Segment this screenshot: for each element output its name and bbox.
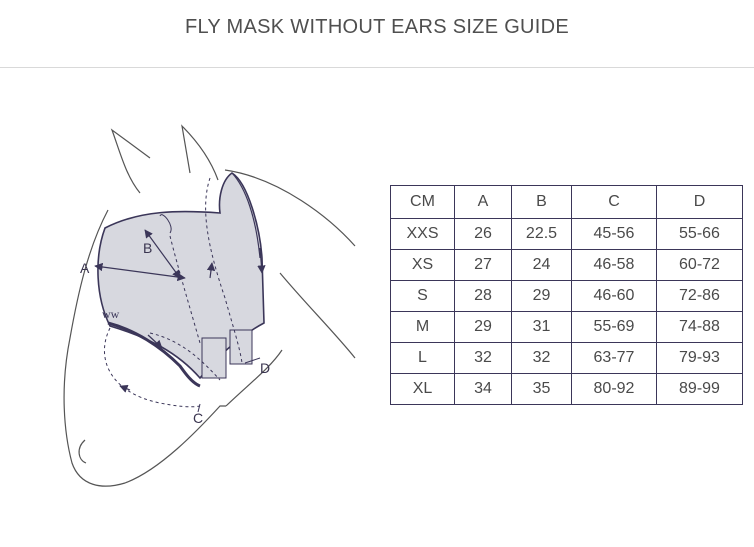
table-cell: M bbox=[390, 311, 455, 343]
measure-d-dashed bbox=[205, 177, 243, 364]
title-divider bbox=[0, 67, 754, 68]
measure-c-upper bbox=[149, 332, 221, 381]
measure-c-arrow-2 bbox=[147, 334, 163, 349]
table-cell: 55-69 bbox=[571, 311, 657, 343]
neck-lower-outline bbox=[279, 272, 356, 359]
head-outline bbox=[63, 209, 226, 487]
table-cell: XL bbox=[390, 373, 455, 405]
table-cell: 32 bbox=[454, 342, 512, 374]
table-cell: 32 bbox=[511, 342, 572, 374]
measure-a-arrow bbox=[94, 262, 186, 282]
table-cell: 35 bbox=[511, 373, 572, 405]
table-cell: 22.5 bbox=[511, 218, 572, 250]
label-d: D bbox=[260, 360, 270, 376]
table-cell: XS bbox=[390, 249, 455, 281]
table-cell: 26 bbox=[454, 218, 512, 250]
left-ear bbox=[110, 128, 151, 194]
neck-outline bbox=[224, 169, 356, 247]
mask-ear-edge bbox=[231, 172, 261, 259]
table-cell: 72-86 bbox=[656, 280, 743, 312]
label-c: C bbox=[193, 410, 203, 426]
table-cell: XXS bbox=[390, 218, 455, 250]
measure-c-dashed bbox=[103, 327, 201, 408]
table-header-cell: CM bbox=[390, 185, 455, 219]
table-cell: 46-60 bbox=[571, 280, 657, 312]
c-leader bbox=[197, 403, 201, 413]
jaw-outline bbox=[225, 349, 283, 407]
table-cell: 45-56 bbox=[571, 218, 657, 250]
measure-d-dashed-2 bbox=[169, 235, 201, 344]
table-cell: 28 bbox=[454, 280, 512, 312]
measure-d-arrow bbox=[257, 247, 266, 274]
table-cell: S bbox=[390, 280, 455, 312]
table-cell: 79-93 bbox=[656, 342, 743, 374]
table-cell: 29 bbox=[511, 280, 572, 312]
table-cell: 27 bbox=[454, 249, 512, 281]
table-cell: 34 bbox=[454, 373, 512, 405]
velcro-panel-2 bbox=[229, 329, 253, 365]
nose-band bbox=[107, 321, 201, 388]
table-cell: L bbox=[390, 342, 455, 374]
table-cell: 46-58 bbox=[571, 249, 657, 281]
d-leader bbox=[244, 357, 261, 364]
table-header-cell: B bbox=[511, 185, 572, 219]
table-cell: 55-66 bbox=[656, 218, 743, 250]
horse-head-diagram: ww A B C D bbox=[63, 124, 356, 487]
table-cell: 24 bbox=[511, 249, 572, 281]
brand-logo: ww bbox=[102, 307, 120, 321]
measure-c-arrow bbox=[119, 384, 131, 393]
table-header-cell: A bbox=[454, 185, 512, 219]
label-a: A bbox=[80, 260, 90, 276]
table-cell: 63-77 bbox=[571, 342, 657, 374]
table-header-cell: D bbox=[656, 185, 743, 219]
right-ear bbox=[181, 124, 219, 181]
table-header-cell: C bbox=[571, 185, 657, 219]
table-cell: 60-72 bbox=[656, 249, 743, 281]
table-cell: 80-92 bbox=[571, 373, 657, 405]
page-title: FLY MASK WITHOUT EARS SIZE GUIDE bbox=[184, 16, 570, 38]
label-b: B bbox=[143, 240, 152, 256]
velcro-panel-1 bbox=[201, 337, 227, 379]
table-cell: 29 bbox=[454, 311, 512, 343]
table-cell: 31 bbox=[511, 311, 572, 343]
table-cell: 89-99 bbox=[656, 373, 743, 405]
measure-d-arrow-2 bbox=[206, 262, 216, 279]
nostril bbox=[78, 439, 87, 464]
table-cell: 74-88 bbox=[656, 311, 743, 343]
